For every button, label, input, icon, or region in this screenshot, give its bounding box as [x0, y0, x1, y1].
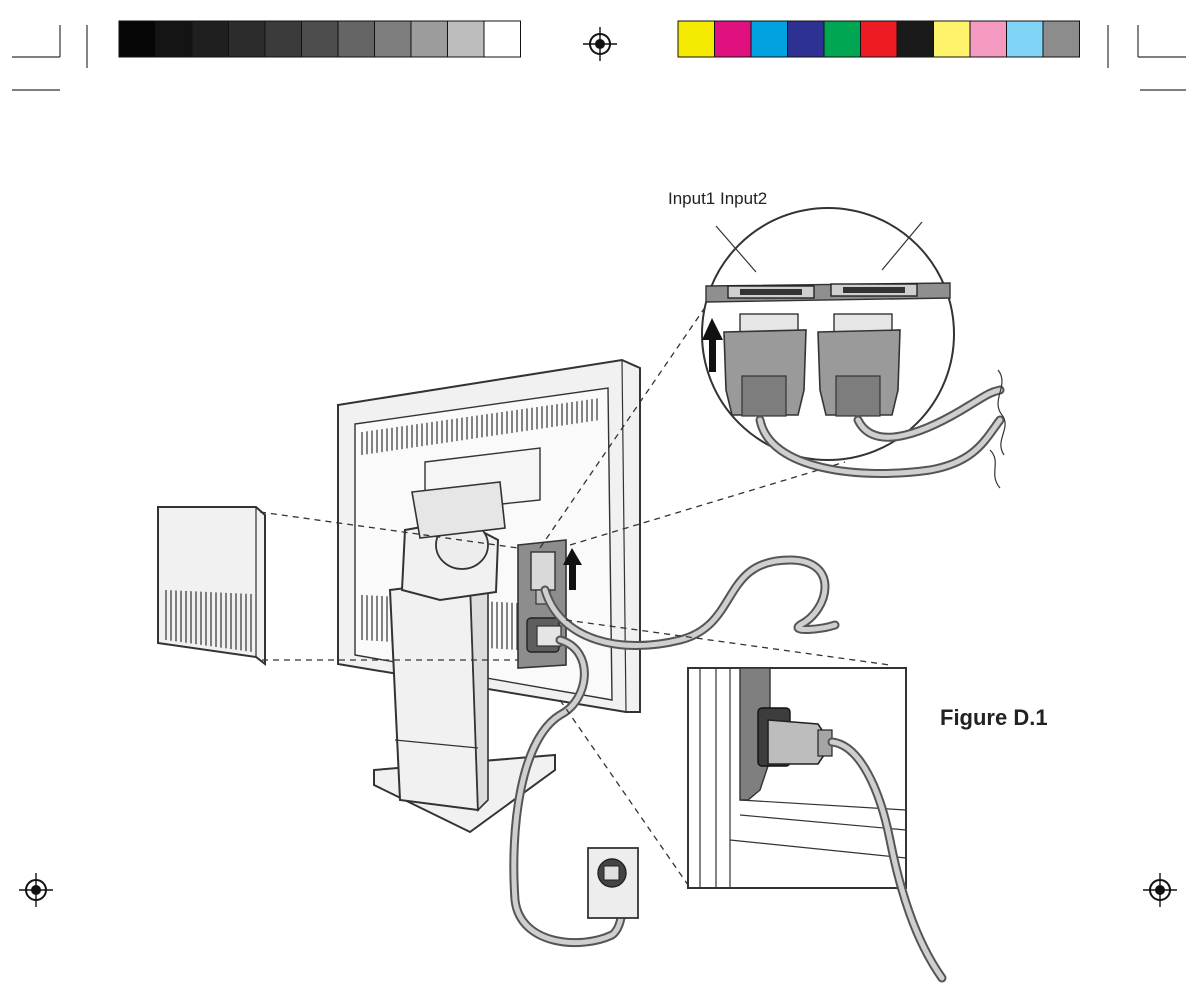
grayscale-swatch [264, 20, 302, 58]
wall-outlet-icon [587, 847, 639, 919]
color-swatch [896, 20, 934, 58]
grayscale-swatch [483, 20, 521, 58]
crop-marks [12, 25, 1186, 91]
registration-mark-icon [1143, 873, 1177, 907]
grayscale-swatch [191, 20, 229, 58]
arrow-up-icon [563, 548, 582, 590]
registration-mark-icon [19, 873, 53, 907]
color-swatch [860, 20, 898, 58]
grayscale-swatch [447, 20, 485, 58]
color-swatch [933, 20, 971, 58]
grayscale-swatch [374, 20, 412, 58]
color-bar [677, 20, 1080, 58]
grayscale-swatch [410, 20, 448, 58]
figure-caption: Figure D.1 [940, 705, 1048, 730]
grayscale-swatch [155, 20, 193, 58]
grayscale-swatch [118, 20, 156, 58]
side-cover-panel [157, 506, 266, 667]
color-swatch [1006, 20, 1044, 58]
color-swatch [969, 20, 1007, 58]
inputs-label: Input1 Input2 [668, 189, 767, 208]
color-swatch [714, 20, 752, 58]
grayscale-swatch [228, 20, 266, 58]
grayscale-bar [118, 20, 521, 58]
grayscale-swatch [337, 20, 375, 58]
leader-lines [259, 302, 891, 886]
color-swatch [823, 20, 861, 58]
color-swatch [750, 20, 788, 58]
grayscale-swatch [301, 20, 339, 58]
color-swatch [677, 20, 715, 58]
color-swatch [1042, 20, 1080, 58]
inputs-detail-zoom [701, 207, 955, 461]
monitor-stand [373, 481, 556, 834]
color-swatch [787, 20, 825, 58]
registration-mark-icon [583, 27, 617, 61]
